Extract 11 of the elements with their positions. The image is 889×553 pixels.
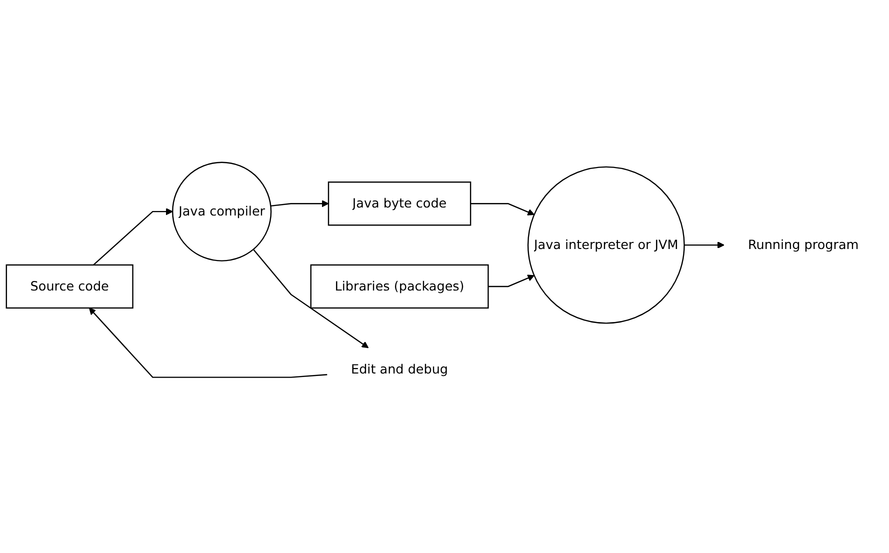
arrow (252, 248, 369, 348)
arrow (470, 202, 534, 216)
arrow (488, 274, 534, 287)
node-box: Libraries (packages) (310, 264, 489, 308)
node-box: Source code (6, 264, 134, 308)
node-text: Edit and debug (351, 361, 448, 376)
arrow (684, 241, 724, 248)
arrow (270, 200, 329, 208)
node-text: Running program (748, 236, 859, 252)
arrow (88, 308, 328, 378)
arrow (93, 208, 173, 266)
